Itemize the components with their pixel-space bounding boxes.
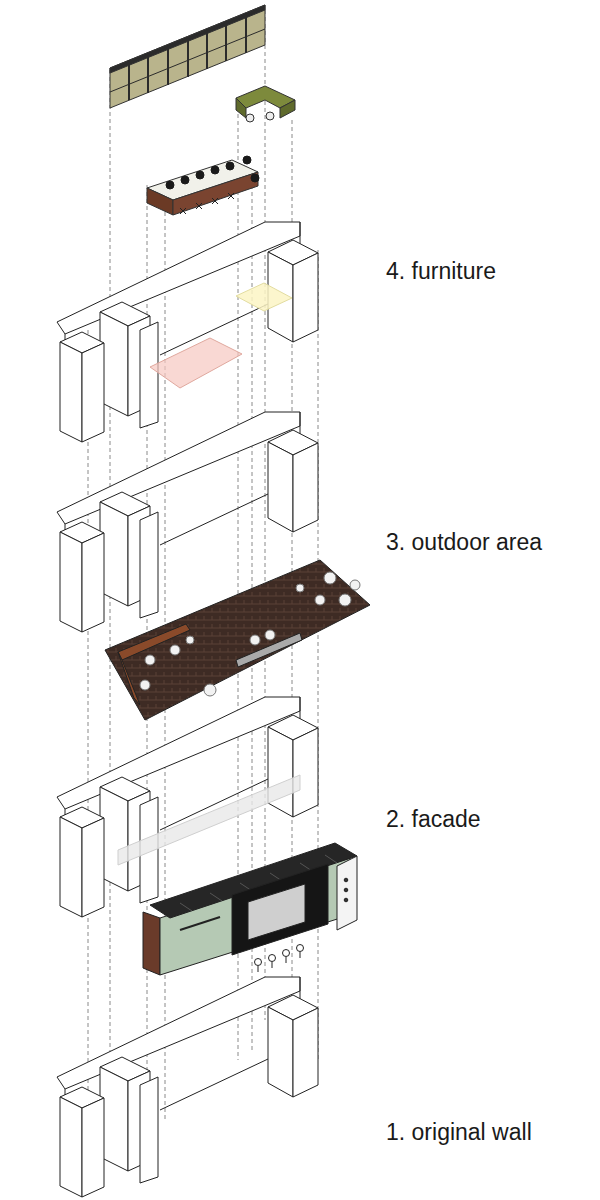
layer-label: 4. furniture: [386, 258, 496, 286]
layer-label: 3. outdoor area: [386, 529, 542, 557]
layer-label: 2. facade: [386, 806, 481, 834]
layer-label: 1. original wall: [386, 1119, 532, 1147]
